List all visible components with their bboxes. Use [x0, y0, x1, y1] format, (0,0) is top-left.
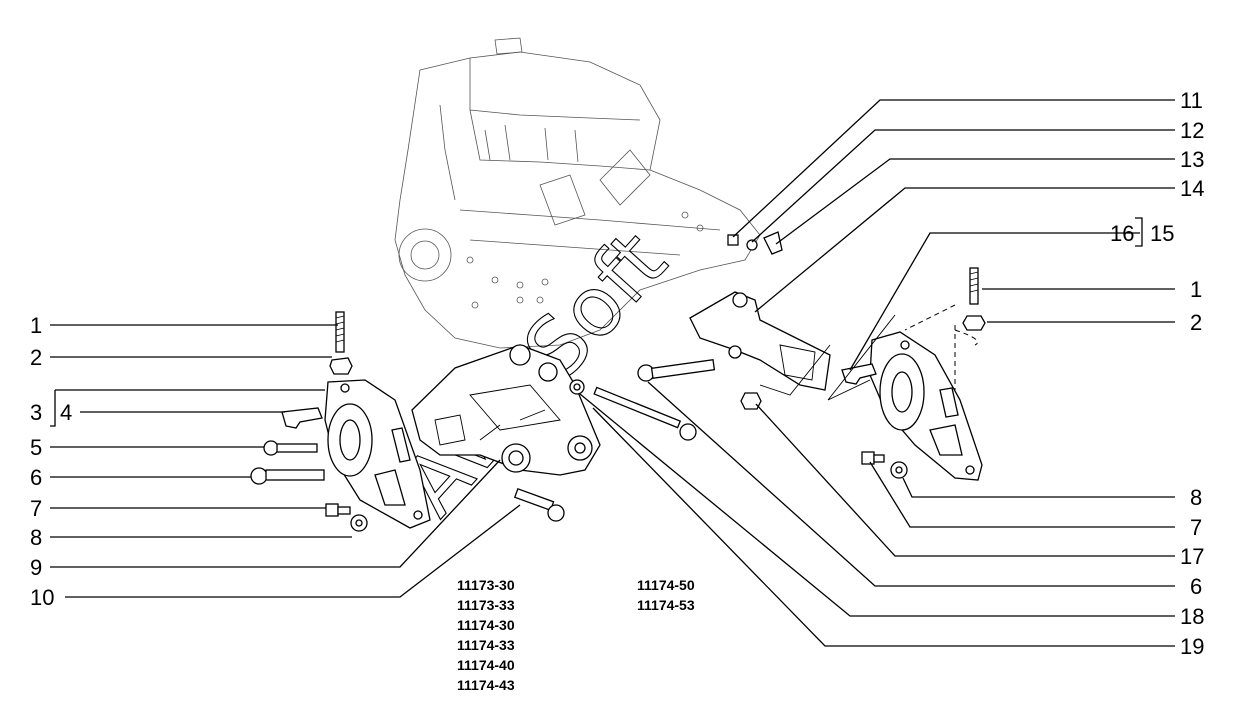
callout-15: 15: [1150, 221, 1174, 246]
right-callout-labels: 11 12 13 14 16 15 1 2 8 7 17 6 18 19: [1110, 88, 1204, 659]
model-code: 11174-30: [457, 617, 515, 633]
callout-9-left: 9: [30, 555, 42, 580]
washer-18: [569, 379, 585, 395]
callout-14: 14: [1180, 176, 1204, 201]
left-small-bolt-7: [325, 503, 351, 517]
model-code: 11173-30: [457, 577, 515, 593]
central-engine-bracket: [411, 344, 601, 476]
right-washer-8: [890, 461, 908, 479]
left-engine-mount: [324, 379, 431, 529]
left-bracket-tab: [281, 407, 323, 429]
callout-17: 17: [1180, 544, 1204, 569]
callout-1-left: 1: [30, 313, 42, 338]
callout-1-right: 1: [1190, 277, 1202, 302]
left-bolt-6: [250, 467, 325, 485]
callout-7-right: 7: [1190, 515, 1202, 540]
callout-2-right: 2: [1190, 310, 1202, 335]
callout-11: 11: [1180, 88, 1203, 113]
model-code: 11173-33: [457, 597, 515, 613]
callout-19: 19: [1180, 634, 1204, 659]
callout-8-right: 8: [1190, 485, 1202, 510]
callout-16: 16: [1110, 221, 1134, 246]
callout-7-left: 7: [30, 496, 42, 521]
callout-8-left: 8: [30, 525, 42, 550]
callout-3-left: 3: [30, 400, 42, 425]
right-bracket-tab-16: [841, 363, 877, 385]
right-leader-lines: [579, 99, 1175, 647]
callout-13: 13: [1180, 147, 1204, 172]
callout-5-left: 5: [30, 435, 42, 460]
callout-6-left: 6: [30, 465, 42, 490]
assembly-guide-dashes: [904, 304, 978, 390]
left-leader-lines: [50, 324, 521, 598]
right-engine-mount: [869, 331, 983, 481]
right-bolt-11: [727, 234, 739, 246]
model-code: 11174-43: [457, 677, 515, 693]
right-stud-1: [969, 267, 979, 305]
left-bolt-5: [263, 440, 318, 456]
callout-18: 18: [1180, 604, 1204, 629]
callout-10-left: 10: [30, 585, 54, 610]
model-codes-column-1: 11173-30 11173-33 11174-30 11174-33 1117…: [457, 577, 515, 693]
model-codes-column-2: 11174-50 11174-53: [637, 577, 695, 613]
right-washer-12: [746, 239, 758, 251]
left-nut: [329, 357, 353, 375]
right-bolt-7: [861, 451, 885, 465]
long-bolt-19: [593, 386, 697, 441]
right-upper-bracket: [689, 291, 831, 391]
left-callout-labels: 1 2 3 4 5 6 7 8 9 10: [30, 313, 72, 610]
right-clip-13: [763, 231, 783, 255]
callout-6-right: 6: [1190, 574, 1202, 599]
model-code: 11174-40: [457, 657, 515, 673]
central-bolt-10: [513, 487, 565, 522]
callout-4-left: 4: [60, 400, 72, 425]
callout-12: 12: [1180, 118, 1204, 143]
long-bolt-6: [637, 359, 716, 382]
callout-2-left: 2: [30, 345, 42, 370]
nut-17: [740, 392, 762, 410]
left-stud-bolt: [335, 311, 345, 353]
engine-block-illustration: [394, 37, 761, 349]
left-washer-8: [350, 514, 368, 532]
right-assembly-frame: [759, 314, 896, 401]
model-code: 11174-53: [637, 597, 695, 613]
model-code: 11174-33: [457, 637, 515, 653]
right-nut-2: [962, 315, 986, 331]
model-code: 11174-50: [637, 577, 695, 593]
